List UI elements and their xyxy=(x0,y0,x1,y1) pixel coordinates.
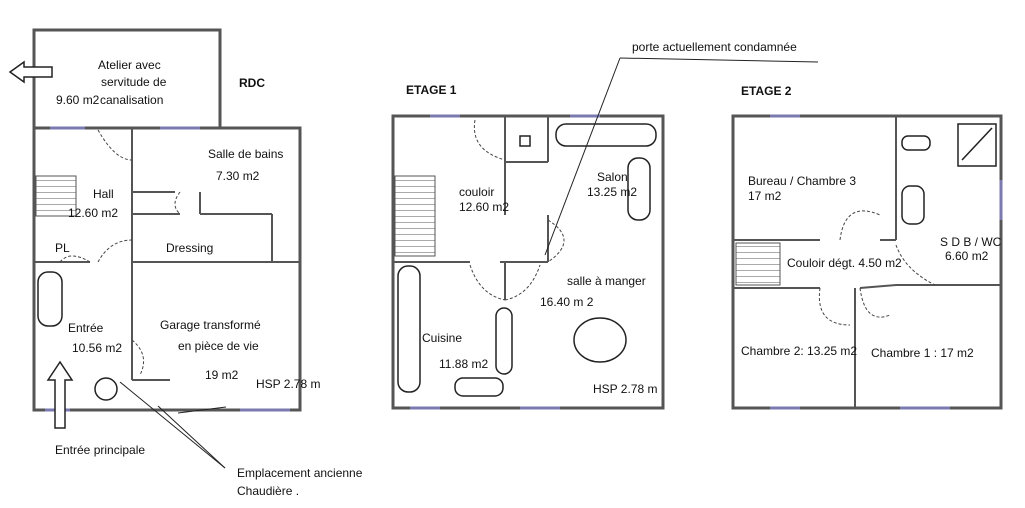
rdc-atelier-area: 9.60 m2 xyxy=(56,93,100,107)
etage1-hsp: HSP 2.78 m xyxy=(593,382,658,396)
chaudiere-note-line2: Chaudière . xyxy=(237,484,300,498)
etage1-salle-manger-area: 16.40 m 2 xyxy=(540,295,594,309)
etage2-chambre1: Chambre 1 : 17 m2 xyxy=(871,346,974,360)
rdc-atelier-label-1: Atelier avec xyxy=(98,58,161,72)
etage1-cuisine-area: 11.88 m2 xyxy=(439,357,489,371)
rdc-dressing: Dressing xyxy=(166,241,214,255)
etage2-furniture xyxy=(901,123,997,225)
rdc-hsp: HSP 2.78 m xyxy=(256,377,321,391)
etage1-salle-manger-name: salle à manger xyxy=(567,274,646,288)
rdc-sdb-name: Salle de bains xyxy=(208,147,284,161)
rdc-atelier-label-2: servitude de xyxy=(101,75,167,89)
etage2-windows xyxy=(770,114,1003,410)
etage2-outer-walls xyxy=(731,114,1003,410)
rdc-atelier-label-3: canalisation xyxy=(100,93,164,107)
rdc-boiler-circle xyxy=(94,377,118,401)
chaudiere-note-line1: Emplacement ancienne xyxy=(237,466,363,480)
etage1-windows xyxy=(410,114,600,410)
rdc-doors xyxy=(59,129,181,376)
rdc-garage-area: 19 m2 xyxy=(205,368,239,382)
rdc-entree-name: Entrée xyxy=(68,321,104,335)
rdc-plan xyxy=(32,28,302,412)
etage1-couloir-name: couloir xyxy=(459,185,495,199)
rdc-atelier-walls xyxy=(32,28,222,128)
etage2-plan xyxy=(731,114,1003,410)
porte-leader-line xyxy=(544,57,819,256)
etage2-title: ETAGE 2 xyxy=(741,84,792,98)
rdc-garage-line2: en pièce de vie xyxy=(178,339,259,353)
rdc-title: RDC xyxy=(239,76,265,90)
etage1-stairs xyxy=(394,175,436,257)
rdc-garage-line1: Garage transformé xyxy=(160,318,261,332)
etage2-sdb-name: S D B / WC xyxy=(940,235,1002,249)
etage1-couloir-area: 12.60 m2 xyxy=(459,200,510,214)
chaudiere-leader-lines xyxy=(119,381,227,469)
rdc-outer-walls xyxy=(32,126,302,412)
rdc-sdb-area: 7.30 m2 xyxy=(216,169,260,183)
etage2-bureau-area: 17 m2 xyxy=(748,189,782,203)
rdc-entree-area: 10.56 m2 xyxy=(72,341,123,355)
rdc-entree-fixture xyxy=(37,271,63,327)
main-entrance-arrow xyxy=(46,360,74,429)
etage2-doors xyxy=(818,210,936,326)
rdc-pl: PL xyxy=(55,241,70,255)
etage1-furniture xyxy=(397,123,657,397)
etage2-sdb-area: 6.60 m2 xyxy=(945,249,989,263)
etage1-salon-area: 13.25 m2 xyxy=(587,185,638,199)
etage1-cuisine-name: Cuisine xyxy=(422,331,463,345)
entree-principale-note: Entrée principale xyxy=(55,443,146,457)
etage1-doors xyxy=(469,119,565,301)
etage2-bureau-name: Bureau / Chambre 3 xyxy=(748,174,857,188)
etage1-plan xyxy=(391,114,665,410)
rdc-hall-area: 12.60 m2 xyxy=(68,206,119,220)
atelier-exit-arrow xyxy=(8,60,53,84)
etage1-title: ETAGE 1 xyxy=(406,83,457,97)
etage1-salon-name: Salon xyxy=(597,170,628,184)
etage2-chambre2: Chambre 2: 13.25 m2 xyxy=(741,344,858,358)
rdc-hall-name: Hall xyxy=(93,187,114,201)
porte-condamnee-note: porte actuellement condamnée xyxy=(632,40,797,54)
etage2-stairs xyxy=(735,242,781,286)
etage2-couloir: Couloir dégt. 4.50 m2 xyxy=(787,256,902,270)
rdc-stairs xyxy=(35,175,77,217)
